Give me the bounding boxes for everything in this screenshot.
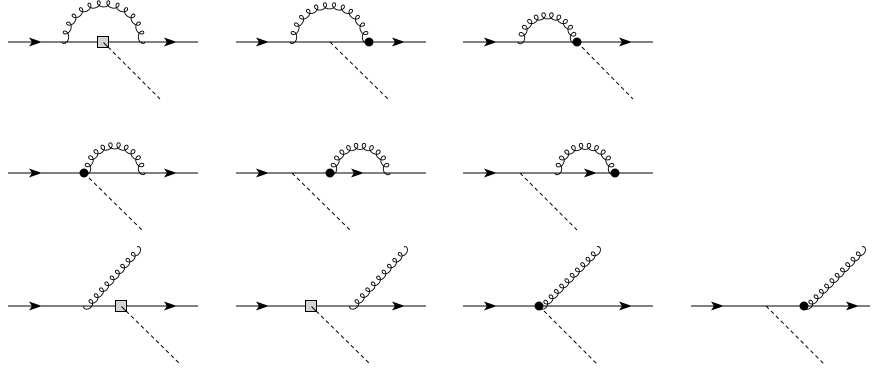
scalar-line bbox=[102, 41, 161, 100]
diagram-layer bbox=[8, 0, 870, 365]
gluon-line bbox=[349, 246, 408, 310]
scalar-line bbox=[329, 41, 389, 100]
gluon-line bbox=[329, 142, 391, 176]
counterterm-box bbox=[97, 36, 109, 48]
counterterm-box bbox=[115, 300, 127, 312]
fermion-arrow bbox=[164, 168, 177, 178]
fermion-arrow bbox=[619, 301, 632, 311]
scalar-line bbox=[765, 305, 825, 365]
effective-vertex-dot bbox=[534, 301, 544, 311]
feynman-diagram-d3 bbox=[463, 12, 653, 100]
scalar-line bbox=[291, 172, 351, 231]
feynman-diagram-d8 bbox=[236, 246, 426, 365]
scalar-line bbox=[83, 172, 143, 231]
gluon-line bbox=[554, 142, 616, 176]
fermion-arrow bbox=[164, 301, 177, 311]
effective-vertex-dot bbox=[364, 37, 374, 47]
scalar-line bbox=[576, 41, 634, 100]
counterterm-box-diagonal bbox=[311, 306, 317, 312]
feynman-diagram-d4 bbox=[8, 142, 198, 231]
fermion-arrow bbox=[392, 37, 405, 47]
scalar-line bbox=[310, 305, 371, 365]
counterterm-box-diagonal bbox=[103, 42, 109, 48]
gluon-line bbox=[803, 246, 866, 310]
feynman-diagram-d6 bbox=[463, 142, 653, 231]
gluon-line bbox=[61, 0, 146, 44]
effective-vertex-dot bbox=[572, 37, 582, 47]
gluon-line bbox=[538, 246, 601, 310]
fermion-arrow bbox=[619, 37, 632, 47]
fermion-arrow bbox=[256, 301, 269, 311]
gluon-line bbox=[289, 2, 370, 44]
effective-vertex-dot bbox=[799, 301, 809, 311]
counterterm-box bbox=[305, 300, 317, 312]
fermion-arrow bbox=[256, 168, 269, 178]
counterterm-vertex bbox=[97, 36, 109, 48]
fermion-arrow bbox=[29, 301, 42, 311]
feynman-diagram-d7 bbox=[8, 246, 198, 365]
effective-vertex-dot bbox=[610, 168, 620, 178]
fermion-arrow bbox=[846, 301, 859, 311]
counterterm-vertex bbox=[115, 300, 127, 312]
fermion-arrow bbox=[29, 168, 42, 178]
fermion-arrow bbox=[164, 37, 177, 47]
effective-vertex-dot bbox=[79, 168, 89, 178]
fermion-arrow bbox=[711, 301, 724, 311]
feynman-diagram-d5 bbox=[236, 142, 426, 231]
scalar-line bbox=[538, 305, 598, 365]
counterterm-vertex bbox=[305, 300, 317, 312]
gluon-line bbox=[83, 142, 146, 176]
scalar-line bbox=[120, 305, 181, 365]
feynman-diagram-d10 bbox=[691, 246, 870, 365]
fermion-arrow bbox=[484, 301, 497, 311]
fermion-arrow bbox=[392, 301, 405, 311]
fermion-arrow bbox=[484, 168, 497, 178]
fermion-arrow bbox=[484, 37, 497, 47]
feynman-diagram-d2 bbox=[236, 2, 426, 100]
fermion-arrow bbox=[584, 168, 597, 178]
fermion-arrow bbox=[29, 37, 42, 47]
feynman-diagram-d1 bbox=[8, 0, 198, 100]
fermion-arrow bbox=[351, 168, 364, 178]
gluon-line bbox=[83, 246, 141, 310]
counterterm-box-diagonal bbox=[121, 306, 127, 312]
effective-vertex-dot bbox=[325, 168, 335, 178]
feynman-diagram-d9 bbox=[463, 246, 653, 365]
scalar-line bbox=[519, 172, 578, 231]
fermion-arrow bbox=[256, 37, 269, 47]
gluon-line bbox=[517, 12, 578, 45]
